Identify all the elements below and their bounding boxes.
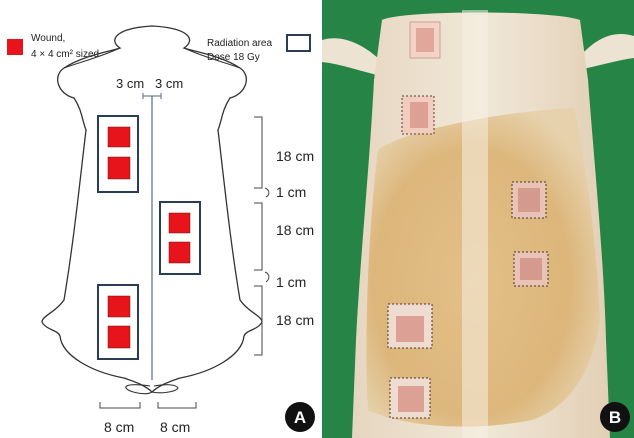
bracket-segment-3 xyxy=(254,286,262,355)
spine-shadow xyxy=(462,10,488,438)
legend-radiation-label: Radiation area xyxy=(207,38,272,49)
panel-a-badge-label: A xyxy=(294,408,306,427)
wound-1 xyxy=(108,127,130,147)
wound-site-5 xyxy=(388,304,432,348)
bracket-bottom-left xyxy=(100,402,140,408)
panel-b-photo: B xyxy=(322,0,634,438)
wound-6 xyxy=(108,326,130,348)
bracket-bottom-right xyxy=(158,402,196,408)
label-segment-3: 18 cm xyxy=(276,312,314,328)
label-gap-2: 1 cm xyxy=(276,274,306,290)
legend-wound-size: 4 × 4 cm² sized xyxy=(31,49,99,60)
legend-wound-label: Wound, xyxy=(31,33,65,44)
top-spacing-left: 3 cm xyxy=(116,76,144,91)
wound-3 xyxy=(169,213,190,233)
wound-site-4 xyxy=(514,252,548,286)
wound-4 xyxy=(169,242,190,263)
bracket-gap-1 xyxy=(265,188,269,197)
top-spacing-right: 3 cm xyxy=(155,76,183,91)
wound-site-6 xyxy=(390,378,430,418)
label-bottom-right: 8 cm xyxy=(160,419,190,435)
label-segment-2: 18 cm xyxy=(276,222,314,238)
legend-wound-swatch xyxy=(7,39,23,55)
bracket-segment-1 xyxy=(254,117,262,188)
bracket-segment-2 xyxy=(254,203,262,270)
panel-a-schematic: Wound, 4 × 4 cm² sized Radiation area Do… xyxy=(0,0,322,438)
wound-2 xyxy=(108,157,130,179)
legend-radiation-dose: Dose 18 Gy xyxy=(207,52,260,63)
panel-b-badge-label: B xyxy=(609,408,621,427)
label-bottom-left: 8 cm xyxy=(104,419,134,435)
wound-site-2 xyxy=(402,96,434,134)
wound-5 xyxy=(108,296,130,317)
wound-site-3 xyxy=(512,182,546,218)
label-segment-1: 18 cm xyxy=(276,148,314,164)
wound-site-1 xyxy=(410,22,440,58)
label-gap-1: 1 cm xyxy=(276,184,306,200)
bracket-gap-2 xyxy=(265,272,269,282)
legend-radiation-swatch xyxy=(287,35,310,51)
